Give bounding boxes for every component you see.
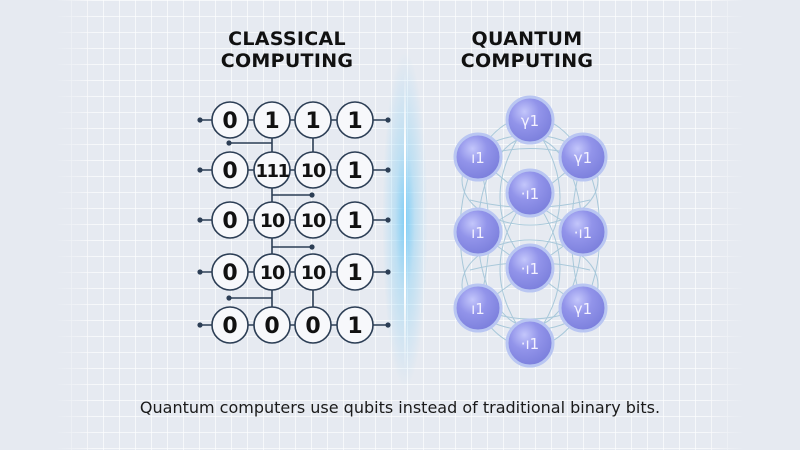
bit-row-1: 0 1 1 1 (211, 101, 374, 139)
bit-value: 10 (301, 262, 326, 284)
classical-title-line2: COMPUTING (220, 50, 354, 72)
bit-cell: 111 (253, 151, 291, 189)
bit-cell: 0 (211, 253, 249, 291)
qubit-label: ·ı1 (574, 224, 592, 242)
bit-cell: 10 (253, 201, 291, 239)
qubit: γ1 (558, 283, 608, 333)
bit-cell: 10 (294, 201, 332, 239)
qubit: ·ı1 (505, 318, 555, 368)
qubit: ·ı1 (505, 243, 555, 293)
bit-value: 1 (347, 314, 362, 339)
bit-row-4: 0 10 10 1 (211, 253, 374, 291)
bit-value: 1 (347, 261, 362, 286)
quantum-title-line1: QUANTUM (471, 28, 583, 50)
qubit-label: ı1 (471, 149, 485, 167)
bit-row-5: 0 0 0 1 (211, 306, 374, 344)
classical-computing-title: CLASSICAL COMPUTING (167, 28, 407, 72)
wire-terminals (197, 117, 391, 328)
caption: Quantum computers use qubits instead of … (139, 398, 661, 417)
bit-value: 10 (301, 210, 326, 232)
qubit: γ1 (505, 95, 555, 145)
bit-value: 111 (255, 161, 289, 182)
bit-cell: 1 (336, 151, 374, 189)
divider-line (404, 70, 406, 370)
qubit: ı1 (453, 132, 503, 182)
bit-cell: 10 (253, 253, 291, 291)
bit-value: 10 (260, 210, 285, 232)
qubit-label: γ1 (521, 112, 539, 130)
bit-value: 1 (264, 109, 279, 134)
qubit-label: ·ı1 (521, 335, 539, 353)
bit-cell: 10 (294, 151, 332, 189)
bit-cell: 0 (294, 306, 332, 344)
qubit-label: ·ı1 (521, 185, 539, 203)
bit-value: 10 (301, 160, 326, 182)
bit-cell: 1 (253, 101, 291, 139)
bit-value: 1 (347, 159, 362, 184)
qubit-label: ·ı1 (521, 260, 539, 278)
qubit: ·ı1 (558, 207, 608, 257)
qubit: ·ı1 (505, 168, 555, 218)
bit-cell: 1 (336, 201, 374, 239)
bit-cell: 1 (294, 101, 332, 139)
bit-cell: 1 (336, 253, 374, 291)
bit-row-2: 0 111 10 1 (211, 151, 374, 189)
bit-value: 0 (222, 109, 237, 134)
bit-cell: 1 (336, 306, 374, 344)
bit-cell: 0 (253, 306, 291, 344)
qubit-label: γ1 (574, 149, 592, 167)
bit-value: 0 (222, 314, 237, 339)
quantum-title-line2: COMPUTING (460, 50, 594, 72)
bit-value: 0 (264, 314, 279, 339)
bit-value: 0 (305, 314, 320, 339)
bit-value: 1 (305, 109, 320, 134)
qubit-label: ı1 (471, 300, 485, 318)
bit-cell: 0 (211, 151, 249, 189)
bit-cell: 1 (336, 101, 374, 139)
bit-cell: 0 (211, 306, 249, 344)
bit-cell: 0 (211, 201, 249, 239)
bit-cell: 0 (211, 101, 249, 139)
bit-value: 1 (347, 109, 362, 134)
qubit: ı1 (453, 283, 503, 333)
qubit: γ1 (558, 132, 608, 182)
qubit-label: γ1 (574, 300, 592, 318)
bit-value: 10 (260, 262, 285, 284)
qubit: ı1 (453, 207, 503, 257)
quantum-computing-title: QUANTUM COMPUTING (407, 28, 647, 72)
bit-value: 0 (222, 261, 237, 286)
bit-value: 0 (222, 159, 237, 184)
bit-value: 0 (222, 209, 237, 234)
qubit-label: ı1 (471, 224, 485, 242)
classical-title-line1: CLASSICAL (228, 28, 346, 50)
bit-cell: 10 (294, 253, 332, 291)
bit-row-3: 0 10 10 1 (211, 201, 374, 239)
bit-value: 1 (347, 209, 362, 234)
